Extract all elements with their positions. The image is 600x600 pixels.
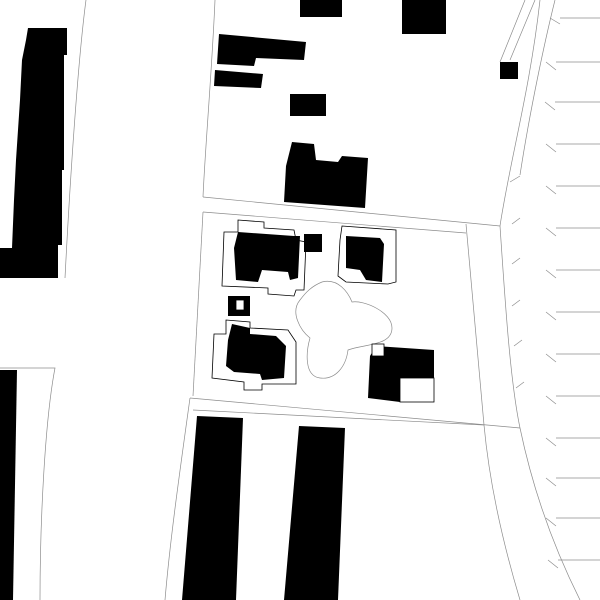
building-north-1 (300, 0, 342, 17)
parking-bay (545, 395, 600, 405)
square-west-edge (192, 211, 204, 397)
building-west-row (0, 28, 67, 278)
building-square-ne (346, 236, 384, 282)
building-north-5 (290, 94, 326, 116)
road-edge-central-upper (202, 0, 216, 198)
buildings-square (211, 219, 435, 403)
building-south-1 (182, 416, 243, 600)
road-edge-central-lower (164, 397, 191, 600)
building-north-4 (214, 70, 263, 88)
driveway-north (499, 0, 536, 63)
road-edge-east-a (499, 0, 541, 227)
buildings-west (0, 28, 67, 600)
parking-bays (509, 17, 600, 569)
road-edge-east-lower-b (499, 225, 581, 600)
building-outline (221, 219, 307, 297)
parking-bay (509, 175, 525, 389)
building-square-nw-annex (304, 234, 322, 252)
parking-bay (545, 143, 600, 153)
building-north-2 (402, 0, 446, 34)
square-north-inner (202, 211, 467, 234)
square-south-inner (192, 409, 485, 426)
building-square-se-entry (371, 343, 385, 357)
building-outline (337, 225, 397, 285)
parking-bay (545, 353, 600, 363)
parking-bay (545, 311, 600, 321)
road-edge-east-b (519, 0, 556, 176)
parking-bay (545, 227, 600, 237)
building-square-se (368, 346, 434, 402)
parking-bay (545, 517, 600, 527)
building-square-sw-small-court (235, 299, 245, 311)
square-north-edge (202, 196, 501, 227)
road-lines (0, 0, 581, 600)
parking-bay (545, 61, 600, 71)
building-north-3 (217, 34, 306, 66)
road-edge-west-lower (0, 367, 56, 600)
parking-bay (544, 101, 600, 111)
square-south-edge (189, 397, 521, 429)
building-square-sw (226, 324, 286, 380)
parking-bay (549, 17, 600, 25)
building-square-nw (234, 232, 300, 282)
road-edge-east-lower-a (483, 424, 521, 600)
square-east-inner (465, 223, 485, 426)
road-edge-west-upper (64, 0, 87, 279)
building-outline (211, 319, 297, 391)
parking-bay (547, 559, 600, 569)
pond (295, 280, 393, 379)
building-south-2 (284, 426, 345, 600)
building-square-se-court (399, 377, 435, 403)
parking-bay (545, 437, 600, 447)
building-west-south (0, 370, 17, 600)
parking-bay (545, 477, 600, 487)
buildings-north (214, 0, 518, 208)
parking-bay (545, 185, 600, 195)
building-north-kiosk (500, 62, 518, 79)
parking-bay (545, 269, 600, 279)
buildings-south (182, 416, 345, 600)
building-north-6 (284, 142, 368, 208)
